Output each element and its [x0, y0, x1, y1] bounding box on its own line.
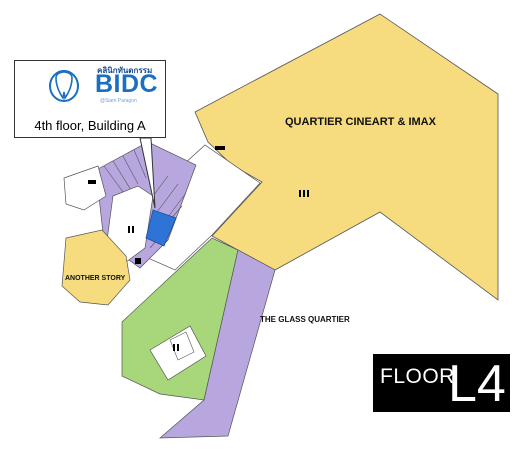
cineart-label: QUARTIER CINEART & IMAX [285, 116, 437, 128]
bidc-logo: คลินิกทันตกรรม BIDC @Siam Paragon [48, 60, 158, 106]
service-block [63, 165, 107, 211]
callout-frame [14, 60, 166, 138]
floor-number: L4 [448, 355, 506, 413]
another-story-zone[interactable] [61, 229, 131, 306]
callout-pointer [139, 137, 156, 209]
tooth-logo-icon [49, 70, 79, 102]
logo-thai-text: คลินิกทันตกรรม [97, 66, 153, 75]
restroom-inner [169, 331, 195, 361]
glass-quartier-zone[interactable] [159, 249, 276, 439]
callout-caption: 4th floor, Building A [34, 118, 146, 133]
stairs-icon [88, 146, 225, 264]
another-story-label: ANOTHER STORY [65, 275, 126, 282]
logo-brand-text: BIDC [95, 70, 159, 98]
restroom-icon [128, 190, 309, 351]
floor-badge: FLOOR L4 [373, 354, 510, 412]
bidc-unit-highlight[interactable] [145, 209, 177, 247]
glass-quartier-label: THE GLASS QUARTIER [260, 315, 350, 324]
logo-tagline: @Siam Paragon [100, 98, 137, 104]
floor-word: FLOOR [380, 365, 455, 388]
bidc-callout: คลินิกทันตกรรม BIDC @Siam Paragon 4th fl… [14, 60, 166, 138]
